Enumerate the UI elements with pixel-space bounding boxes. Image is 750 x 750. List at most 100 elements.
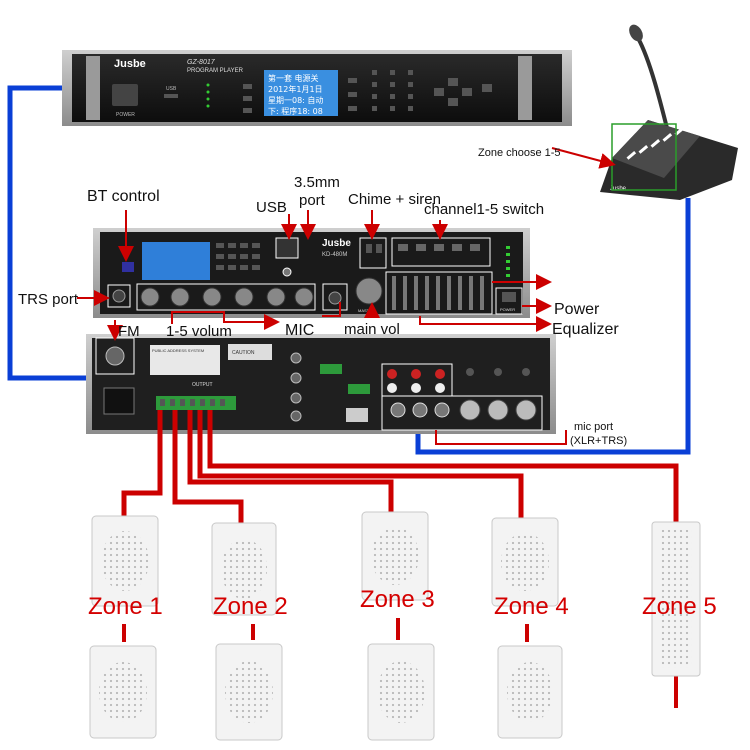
speaker-zone-4-bottom: [497, 645, 563, 739]
player-model: GZ-8017: [187, 59, 216, 66]
zone-label-3: Zone 3: [360, 586, 435, 613]
cable-zone-2: [172, 410, 244, 523]
speaker-zone-2-bottom: [215, 643, 283, 741]
equalizer-box: [385, 271, 493, 315]
ac-power-inlet[interactable]: [103, 387, 135, 415]
cable-zone-5: [207, 410, 679, 522]
label-mic-port-line2: (XLR+TRS): [570, 435, 627, 447]
player-lcd-line4: 下: 程序18: 08: [268, 106, 323, 116]
mic-jack[interactable]: [328, 291, 342, 305]
xlr-mic-jacks[interactable]: [459, 399, 537, 421]
caution-label: [228, 344, 272, 360]
level-meter-leds: [506, 246, 510, 277]
player-usb-label: USB: [166, 86, 177, 92]
zone-label-1: Zone 1: [88, 593, 163, 620]
speakers: [89, 511, 701, 741]
caution-text: CAUTION: [232, 350, 255, 356]
rear-title: PUBLIC ADDRESS SYSTEM: [152, 348, 204, 353]
label-main-vol: main vol: [344, 321, 400, 338]
amplifier-rear: PUBLIC ADDRESS SYSTEM CAUTION OUTPUT: [86, 334, 556, 434]
cable-zone-4: [197, 410, 524, 518]
label-3-5mm-line1: 3.5mm: [294, 174, 340, 191]
player-buttons-right[interactable]: [348, 70, 413, 111]
player-model-caption: PROGRAM PLAYER: [187, 68, 244, 74]
label-3-5mm-line2: port: [299, 192, 326, 209]
amp-keypad[interactable]: [216, 243, 260, 270]
player-lcd-line2: 2012年1月1日: [268, 84, 323, 94]
speaker-chain-dashes: [122, 618, 678, 708]
rear-info-plate: [150, 345, 220, 375]
siren-button[interactable]: [376, 244, 382, 253]
rear-rca-inputs[interactable]: [290, 352, 302, 422]
speaker-zone-2-top: [211, 522, 277, 616]
amplifier-front: Jusbe KD-480M MASTER POWER: [93, 228, 530, 318]
power-switch[interactable]: [112, 84, 138, 106]
speaker-cables: [121, 410, 679, 523]
channel-switches[interactable]: [398, 244, 480, 251]
amp-model: KD-480M: [322, 252, 347, 258]
player-lcd-line1: 第一套 电源关: [268, 73, 319, 83]
label-trs-port: TRS port: [18, 291, 79, 308]
zone-select-buttons[interactable]: [626, 127, 685, 160]
speaker-zone-5-column: [651, 521, 701, 677]
label-usb: USB: [256, 199, 287, 216]
label-bt-control: BT control: [87, 188, 160, 205]
mic-input-box: [322, 283, 348, 311]
speaker-zone-4-top: [491, 517, 559, 607]
program-player: Jusbe GZ-8017 PROGRAM PLAYER POWER USB 第…: [62, 50, 572, 126]
amp-power-label: POWER: [500, 307, 515, 312]
terminal-screws: [160, 399, 225, 406]
player-usb-slot[interactable]: [164, 94, 178, 98]
fm-antenna-port[interactable]: [105, 346, 125, 366]
text-labels: BT control 3.5mm port USB Chime + siren …: [18, 147, 627, 447]
bt-control-button[interactable]: [122, 262, 134, 272]
jack-3-5mm[interactable]: [282, 267, 292, 277]
player-buttons-left[interactable]: [243, 84, 252, 113]
cable-zone-1: [121, 410, 163, 516]
mic-station: Jusbe: [600, 24, 738, 200]
player-power-label: POWER: [116, 112, 135, 118]
main-volume-knob[interactable]: [355, 277, 383, 305]
zone-labels: Zone 1 Zone 2 Zone 3 Zone 4 Zone 5: [88, 586, 717, 620]
aux-terminals-1[interactable]: [320, 364, 342, 374]
amp-lcd: [142, 242, 210, 280]
speaker-output-terminals[interactable]: [156, 396, 236, 410]
chime-button[interactable]: [366, 244, 372, 253]
amp-power-switch[interactable]: [502, 292, 516, 302]
mic-station-brand: Jusbe: [610, 186, 627, 192]
speaker-zone-3-bottom: [367, 643, 435, 741]
speaker-zone-3-top: [361, 511, 429, 601]
channel-knobs[interactable]: [466, 368, 530, 376]
network-port[interactable]: [346, 408, 368, 422]
amp-usb-port[interactable]: [275, 237, 299, 259]
rear-rca-pairs[interactable]: [387, 369, 445, 393]
player-nav-pad[interactable]: [434, 78, 492, 106]
volume-knobs[interactable]: [140, 287, 314, 307]
player-lcd-line3: 星期一08: 自动: [268, 95, 323, 105]
label-chime-siren: Chime + siren: [348, 191, 441, 208]
label-equalizer: Equalizer: [552, 321, 619, 338]
trs-mic-jacks[interactable]: [390, 402, 450, 418]
speaker-zone-1-bottom: [89, 645, 157, 739]
mic-head: [629, 24, 643, 42]
label-channel-switch: channel1-5 switch: [424, 201, 544, 218]
label-power: Power: [554, 301, 600, 318]
output-label: OUTPUT: [192, 382, 213, 388]
label-fm: FM: [118, 323, 140, 340]
aux-terminals-2[interactable]: [348, 384, 370, 394]
equalizer-sliders[interactable]: [392, 276, 484, 310]
label-zone-choose: Zone choose 1-5: [478, 147, 561, 159]
amp-brand: Jusbe: [322, 238, 351, 249]
speaker-zone-1-top: [91, 515, 159, 607]
player-status-leds: [206, 83, 210, 108]
trs-jack[interactable]: [112, 289, 126, 303]
label-arrows: [77, 147, 616, 445]
player-lcd-screen: [264, 70, 338, 116]
label-mic-port-line1: mic port: [574, 421, 613, 433]
label-volume: 1-5 volum: [166, 323, 232, 340]
cable-zone-3: [187, 410, 394, 512]
player-brand: Jusbe: [114, 58, 146, 70]
mic-port-box: [381, 395, 543, 431]
zone-label-5: Zone 5: [642, 593, 717, 620]
